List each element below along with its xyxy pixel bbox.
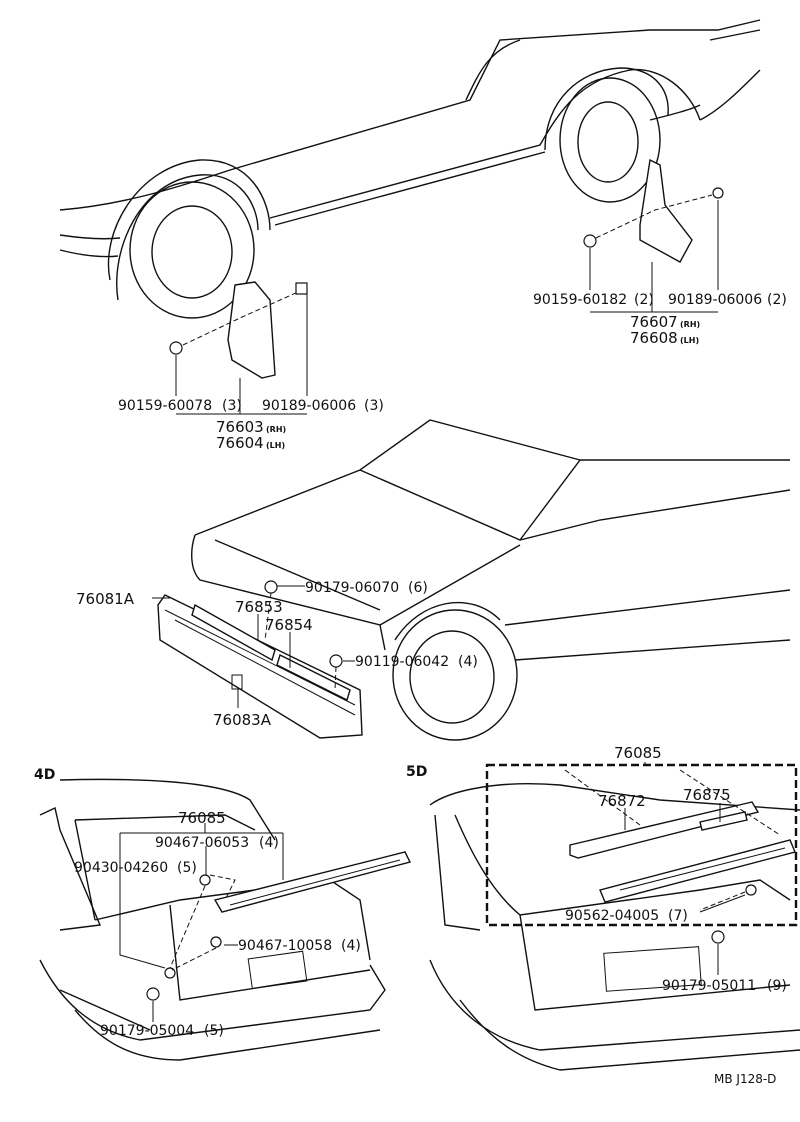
car-front-illustration <box>191 419 791 741</box>
spoiler-trim-5d-number: 76875 <box>683 786 731 804</box>
spoiler-bolt-number: 90119-06042 <box>355 654 449 670</box>
front-fastener-screw: 90159-60078 <box>118 398 212 414</box>
front-fastener-screw-qty: (3) <box>222 398 242 414</box>
grommet-lower-number: 90467-10058 <box>238 938 332 954</box>
spoiler-bolt-qty: (4) <box>458 654 478 670</box>
spoiler-clip-qty: (6) <box>408 580 428 596</box>
nut-4d-number: 90179-05004 <box>100 1023 194 1039</box>
rear-mudguard-part <box>583 158 724 313</box>
spoiler-bracket-upper-number: 76853 <box>235 598 283 616</box>
grommet-upper-qty: (4) <box>259 835 279 851</box>
bolt-4d-number: 90430-04260 <box>74 860 168 876</box>
rear-mudguard-rh-number: 76607 <box>630 313 678 331</box>
spoiler-bracket-lower-number: 76854 <box>265 616 313 634</box>
front-fastener-nut-qty: (3) <box>364 398 384 414</box>
rear-mudguard-rh-side: (RH) <box>680 320 700 329</box>
nut-5d-qty: (9) <box>767 978 787 994</box>
rear-spoiler-5d-number: 76085 <box>614 744 662 762</box>
front-mudguard-rh-number: 76603 <box>216 418 264 436</box>
rear-mudguard-lh-number: 76608 <box>630 329 678 347</box>
front-mudguard-lh-side: (LH) <box>266 441 285 450</box>
rear-mudguard-lh-side: (LH) <box>680 336 699 345</box>
spoiler-lower-number: 76083A <box>213 711 272 729</box>
car-side-illustration <box>59 19 761 319</box>
front-mudguard-lh-number: 76604 <box>216 434 264 452</box>
nut-4d-qty: (5) <box>204 1023 224 1039</box>
rear-fastener-rh-nut: 90189-06006 <box>668 292 762 308</box>
grommet-upper-number: 90467-06053 <box>155 835 249 851</box>
rear-fastener-rh-nut-qty: (2) <box>767 292 787 308</box>
nut-5d-number: 90179-05011 <box>662 978 756 994</box>
front-mudguard-part <box>169 281 308 415</box>
front-fastener-nut: 90189-06006 <box>262 398 356 414</box>
rear-fastener-rh-screw-qty: (2) <box>634 292 654 308</box>
rear-spoiler-4d-part <box>119 823 412 1022</box>
front-spoiler-part <box>152 580 363 739</box>
figure-code: MB J128-D <box>714 1072 776 1086</box>
section-label-4d: 4D <box>34 767 55 783</box>
five-door-spoiler-group-box <box>485 763 798 927</box>
spoiler-upper-5d-number: 76872 <box>598 792 646 810</box>
rear-spoiler-5d-part <box>560 762 796 975</box>
bolt-4d-qty: (5) <box>177 860 197 876</box>
front-mudguard-rh-side: (RH) <box>266 425 286 434</box>
clip-5d-qty: (7) <box>668 908 688 924</box>
clip-5d-number: 90562-04005 <box>565 908 659 924</box>
grommet-lower-qty: (4) <box>341 938 361 954</box>
front-spoiler-number: 76081A <box>76 590 135 608</box>
spoiler-clip-number: 90179-06070 <box>305 580 399 596</box>
rear-spoiler-4d-number: 76085 <box>178 809 226 827</box>
section-label-5d: 5D <box>406 764 427 780</box>
car-rear-5d-illustration <box>429 783 800 1071</box>
rear-fastener-rh-screw: 90159-60182 <box>533 292 627 308</box>
